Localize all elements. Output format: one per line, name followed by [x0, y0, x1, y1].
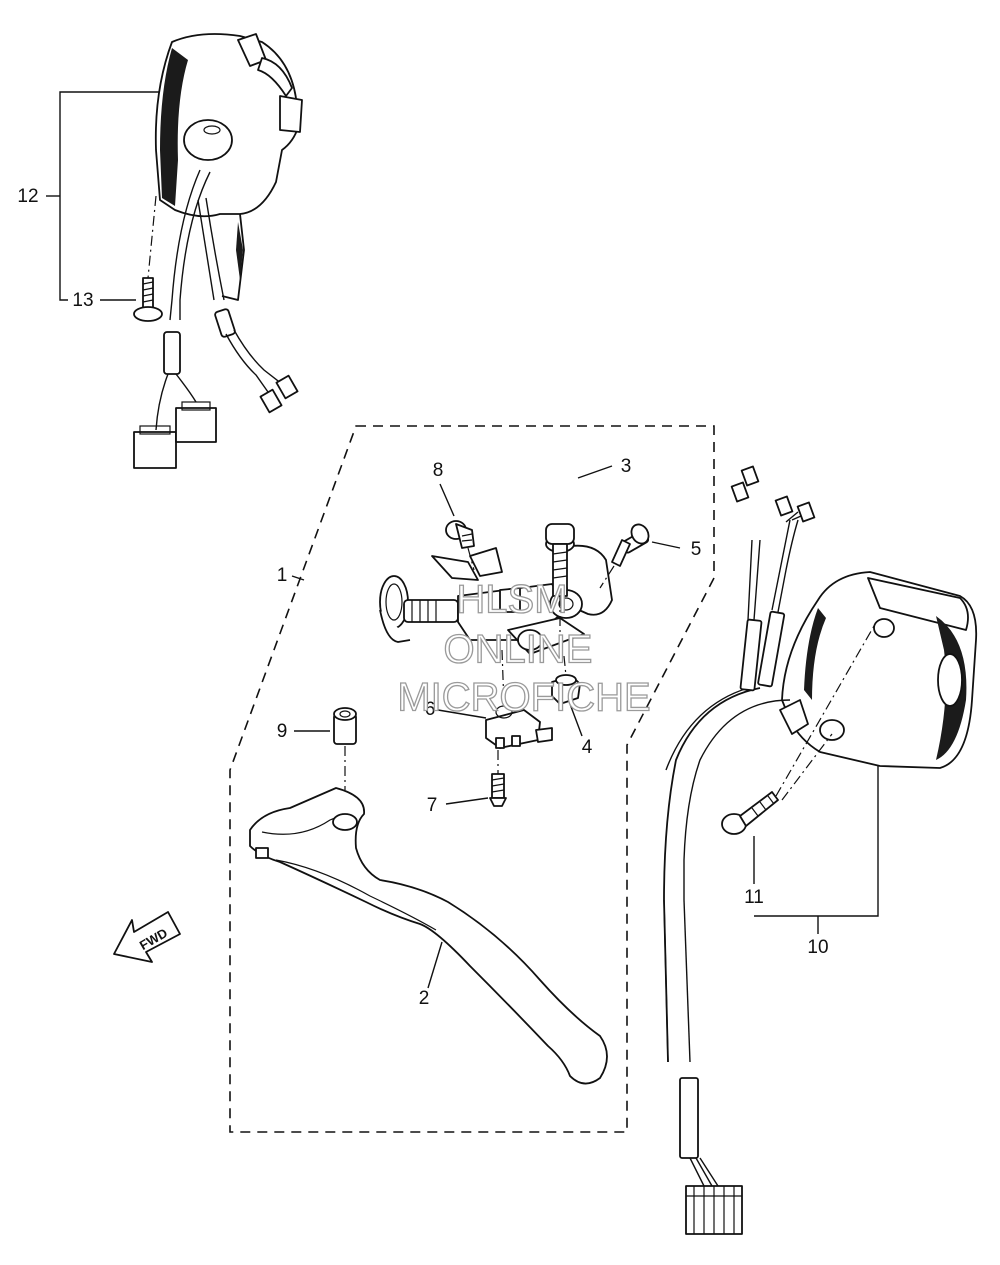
callout-9[interactable]: 9 [277, 721, 288, 742]
callout-12[interactable]: 12 [17, 186, 38, 207]
callout-10[interactable]: 10 [807, 937, 828, 958]
callout-4[interactable]: 4 [582, 737, 593, 758]
callout-7[interactable]: 7 [427, 795, 438, 816]
watermark-line2: ONLINE [444, 628, 593, 672]
callout-6[interactable]: 6 [425, 699, 436, 720]
bolt-3[interactable] [545, 523, 575, 642]
left-switch-wiring [133, 169, 299, 469]
screw-7[interactable] [489, 750, 507, 807]
left-handlebar-switch[interactable] [154, 33, 303, 301]
nut-4[interactable] [551, 655, 581, 705]
callout-3[interactable]: 3 [621, 456, 632, 477]
callout-5[interactable]: 5 [691, 539, 702, 560]
switch-6[interactable] [485, 649, 553, 749]
clutch-lever-2[interactable] [249, 787, 608, 1085]
callout-12-leader [46, 91, 160, 301]
callout-8[interactable]: 8 [433, 460, 444, 481]
watermark-line3: MICROFICHE [397, 676, 650, 720]
right-handlebar-switch[interactable] [779, 571, 978, 769]
callout-13[interactable]: 13 [72, 290, 93, 311]
callout-2[interactable]: 2 [419, 988, 430, 1009]
callout-1[interactable]: 1 [277, 565, 288, 586]
watermark: HLSM ONLINE MICROFICHE [397, 577, 652, 720]
right-switch-wiring [663, 465, 816, 1235]
screw-5[interactable] [599, 521, 652, 589]
screw-13[interactable] [133, 195, 163, 322]
screw-8[interactable] [445, 520, 475, 571]
collar-9[interactable] [333, 707, 357, 790]
callout-11[interactable]: 11 [744, 887, 764, 908]
watermark-line1: HLSM [456, 578, 567, 622]
assembly-1-outline [229, 425, 715, 1133]
lever-holder[interactable] [379, 544, 613, 655]
screw-11[interactable] [721, 625, 875, 835]
fwd-arrow-icon: FWD [113, 911, 181, 963]
